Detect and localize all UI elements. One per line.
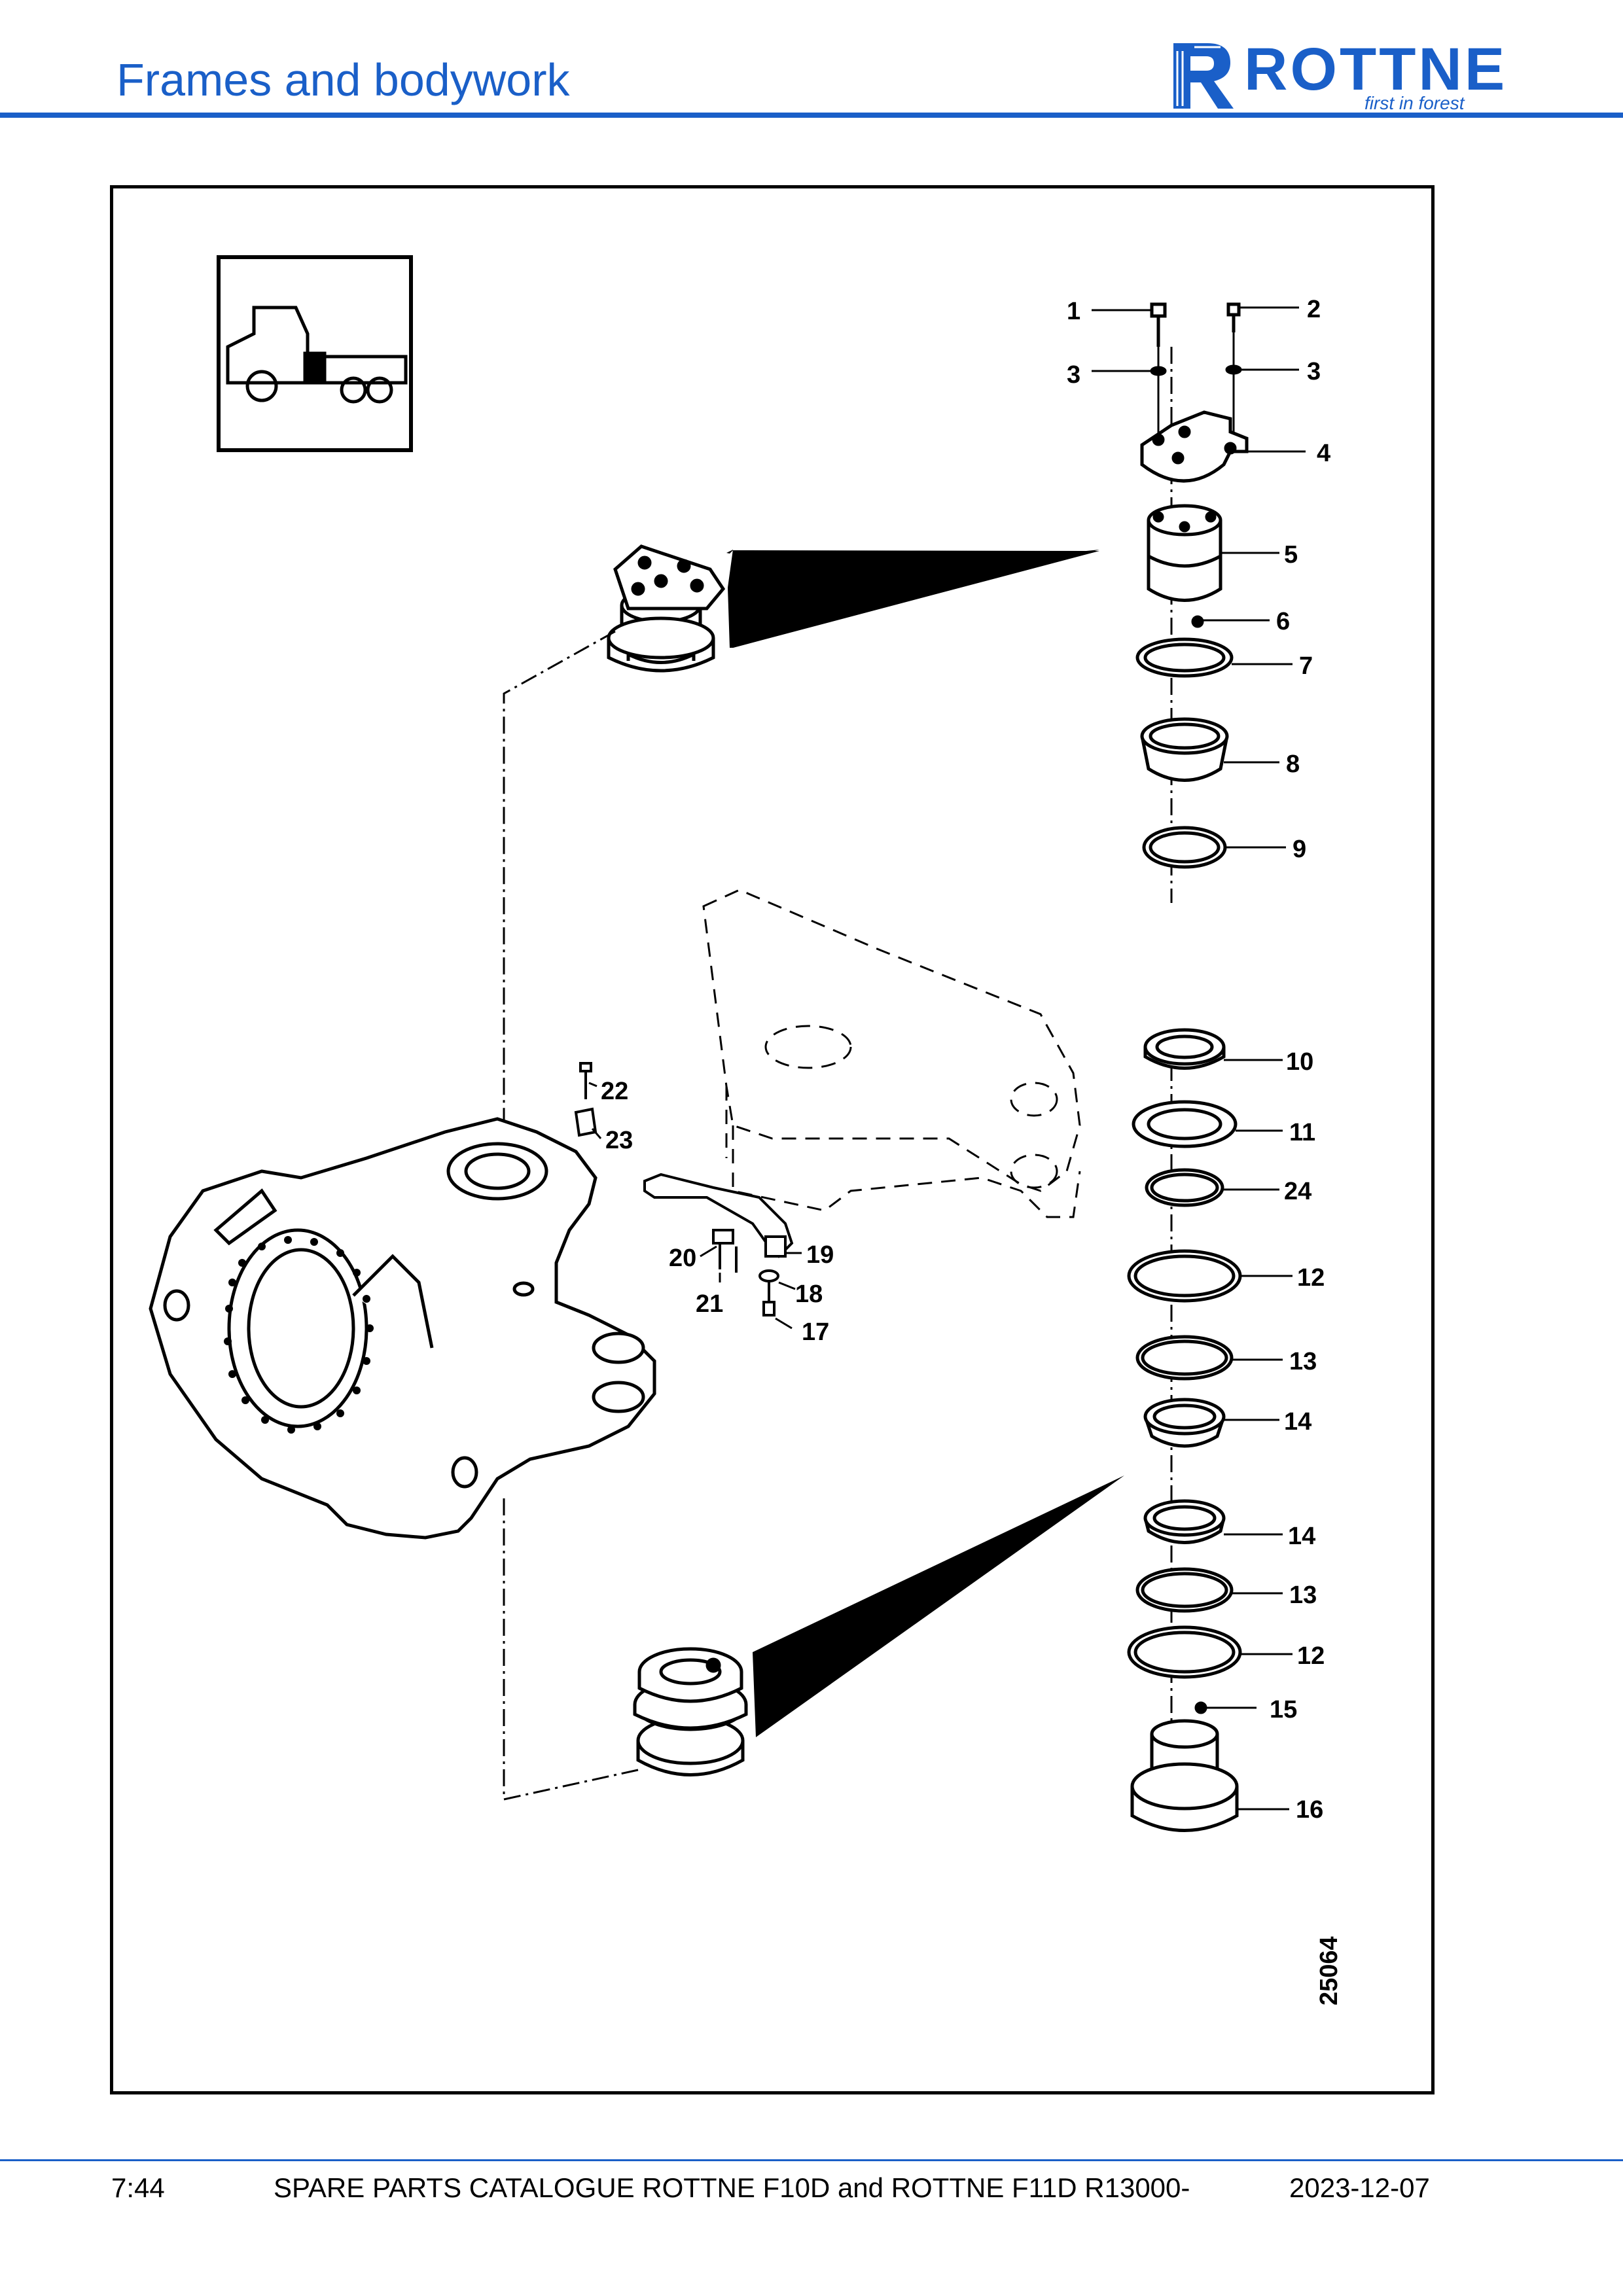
- lower-bearing-assembly: [633, 1647, 748, 1776]
- logo-wordmark: ROTTNE: [1244, 36, 1508, 103]
- callout-16: 16: [1296, 1796, 1323, 1824]
- exploded-column-parts: [1127, 302, 1249, 1832]
- drawing-number: 25064: [1315, 1936, 1343, 2005]
- drawing-frame: [110, 185, 1435, 2094]
- upper-bearing-assembly: [607, 544, 726, 673]
- callout-13a: 13: [1289, 1348, 1317, 1375]
- page-number: 7:44: [111, 2172, 165, 2203]
- machine-location-thumbnail: [217, 255, 413, 452]
- callout-18: 18: [795, 1280, 823, 1308]
- callout-10: 10: [1286, 1048, 1313, 1076]
- callout-24: 24: [1284, 1178, 1311, 1205]
- callout-5: 5: [1284, 541, 1298, 569]
- callout-4: 4: [1317, 440, 1330, 467]
- callout-22: 22: [601, 1078, 628, 1105]
- callout-numbers: 1 2 3 3 4 5 6 7 8 9 10 11 24 12 13 14 14…: [601, 296, 1330, 1824]
- sensor-bracket-parts: [574, 1062, 794, 1316]
- frame-ghost-outline: [702, 889, 1081, 1218]
- callout-3a: 3: [1067, 361, 1080, 389]
- callout-14b: 14: [1288, 1523, 1315, 1550]
- callout-8: 8: [1286, 751, 1300, 778]
- callout-11: 11: [1289, 1119, 1315, 1146]
- callout-2: 2: [1307, 296, 1321, 323]
- callout-3b: 3: [1307, 358, 1321, 385]
- catalogue-title: SPARE PARTS CATALOGUE ROTTNE F10D and RO…: [274, 2172, 1190, 2203]
- knuckle-bolt-holes: [224, 1236, 374, 1434]
- callout-leader-lines: [588, 306, 1306, 1810]
- callout-7: 7: [1299, 652, 1313, 680]
- callout-21: 21: [696, 1290, 723, 1318]
- callout-20: 20: [669, 1245, 696, 1272]
- callout-9: 9: [1293, 836, 1306, 863]
- callout-23: 23: [605, 1127, 633, 1154]
- callout-17: 17: [802, 1318, 829, 1346]
- footer-divider: [0, 2159, 1623, 2161]
- steering-knuckle: [149, 1117, 656, 1540]
- lower-wedge: [753, 1475, 1124, 1737]
- rottne-logo: ROTTNE first in forest: [1168, 38, 1515, 113]
- callout-12b: 12: [1297, 1642, 1325, 1670]
- header-divider: [0, 113, 1623, 118]
- catalogue-date: 2023-12-07: [1289, 2172, 1430, 2203]
- logo-tagline: first in forest: [1364, 93, 1465, 113]
- callout-1: 1: [1067, 298, 1080, 325]
- callout-12a: 12: [1297, 1264, 1325, 1292]
- callout-15: 15: [1270, 1696, 1297, 1723]
- callout-13b: 13: [1289, 1581, 1317, 1609]
- upper-wedge: [730, 550, 1099, 648]
- rottne-r-emblem-icon: [1173, 43, 1234, 109]
- page-title: Frames and bodywork: [116, 54, 570, 105]
- callout-19: 19: [806, 1241, 834, 1269]
- callout-14a: 14: [1284, 1408, 1311, 1436]
- callout-6: 6: [1276, 608, 1290, 635]
